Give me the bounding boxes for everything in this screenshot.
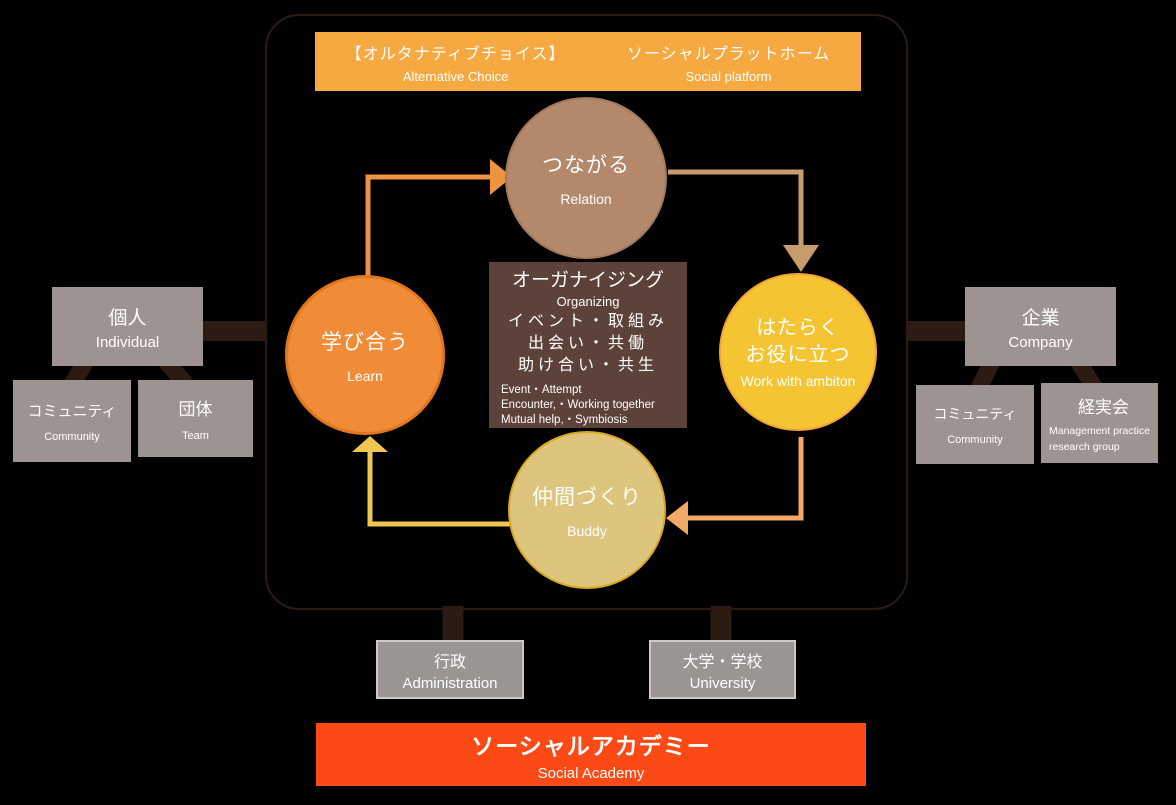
alternative-choice-jp: 【オルタナティブチョイス】 [345, 45, 566, 63]
organizing-en-line: Event・Attempt [501, 384, 582, 396]
learn-label-en: Learn [347, 368, 383, 384]
individual-label-jp: 個人 [108, 307, 147, 329]
relation-label-jp: つながる [542, 154, 630, 177]
organizing-jp-line: 助け合い・共生 [517, 357, 658, 374]
team-label-jp: 団体 [178, 400, 213, 419]
organizing-title-jp: オーガナイジング [511, 270, 664, 291]
relation-circle: つながる Relation [505, 97, 667, 259]
community-left-label-jp: コミュニティ [27, 402, 117, 420]
administration-box: 行政 Administration [376, 640, 524, 699]
community-box-left: コミュニティ Community [13, 380, 131, 462]
learn-circle: 学び合う Learn [285, 275, 445, 435]
team-label-en: Team [182, 430, 209, 442]
organizing-en-line: Encounter,・Working together [501, 399, 655, 411]
company-box: 企業 Company [965, 287, 1116, 366]
work-circle: はたらく お役に立つ Work with ambiton [719, 273, 877, 431]
keijitsukai-label-jp: 経実会 [1078, 397, 1129, 417]
buddy-label-jp: 仲間づくり [532, 486, 642, 509]
individual-box: 個人 Individual [52, 287, 203, 366]
academy-label-jp: ソーシャルアカデミー [471, 733, 711, 759]
alternative-choice-title: 【オルタナティブチョイス】 Alternative Choice [346, 40, 566, 84]
organizing-title-en: Organizing [556, 294, 620, 309]
academy-label-en: Social Academy [537, 765, 645, 782]
relation-label-en: Relation [560, 191, 612, 207]
university-label-en: University [689, 674, 756, 692]
work-label-en: Work with ambiton [740, 373, 856, 389]
administration-label-en: Administration [402, 674, 498, 692]
learn-label-jp: 学び合う [321, 331, 409, 354]
work-label-jp1: はたらく [756, 317, 840, 339]
community-box-right: コミュニティ Community [916, 385, 1034, 464]
keijitsukai-label-en1: Management practice [1049, 424, 1150, 437]
organizing-jp-line: 出会い・共働 [527, 335, 648, 352]
community-left-label-en: Community [44, 430, 100, 443]
social-platform-title: ソーシャルプラットホーム Social platform [627, 40, 830, 84]
company-label-en: Company [1008, 333, 1073, 351]
work-label-jp2: お役に立つ [745, 344, 851, 366]
university-label-jp: 大学・学校 [682, 653, 763, 671]
platform-banner: 【オルタナティブチョイス】 Alternative Choice ソーシャルプラ… [315, 32, 861, 91]
social-platform-jp: ソーシャルプラットホーム [626, 45, 831, 63]
administration-label-jp: 行政 [433, 653, 466, 671]
social-platform-en: Social platform [685, 68, 772, 84]
organizing-en-lines: Event・Attempt Encounter,・Working togethe… [501, 383, 655, 428]
organizing-box: オーガナイジング Organizing イベント・取組み 出会い・共働 助け合い… [489, 262, 687, 428]
buddy-label-en: Buddy [567, 523, 607, 539]
organizing-en-line: Mutual help,・Symbiosis [501, 414, 628, 426]
team-box: 団体 Team [138, 380, 253, 457]
academy-banner: ソーシャルアカデミー Social Academy [316, 723, 866, 786]
community-right-label-en: Community [947, 433, 1003, 446]
company-label-jp: 企業 [1021, 307, 1060, 329]
university-box: 大学・学校 University [649, 640, 796, 699]
community-right-label-jp: コミュニティ [933, 405, 1017, 422]
keijitsukai-label-en2: research group [1049, 440, 1120, 453]
organizing-jp-line: イベント・取組み [507, 313, 668, 330]
individual-label-en: Individual [95, 333, 160, 351]
buddy-circle: 仲間づくり Buddy [508, 431, 666, 589]
keijitsukai-box: 経実会 Management practice research group [1041, 383, 1158, 463]
alternative-choice-en: Alternative Choice [402, 68, 509, 84]
